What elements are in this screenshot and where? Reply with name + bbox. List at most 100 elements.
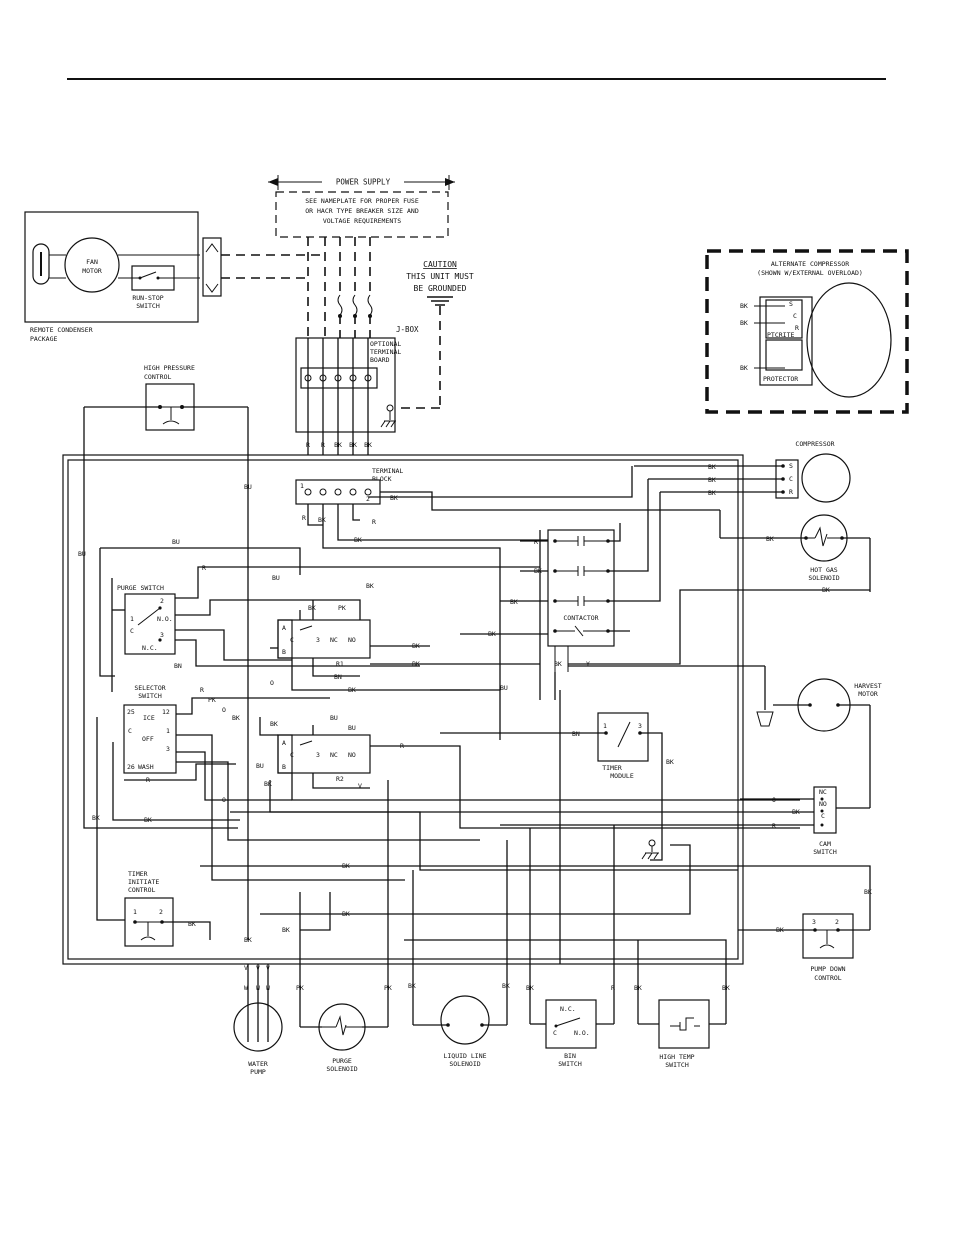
- svg-text:BK: BK: [318, 516, 326, 524]
- svg-text:BK: BK: [634, 984, 642, 992]
- bin-switch-label-1: BIN: [564, 1052, 576, 1060]
- svg-text:BK: BK: [364, 441, 372, 449]
- svg-text:BK: BK: [708, 476, 716, 484]
- purge-solenoid-label-1: PURGE: [332, 1057, 352, 1065]
- bin-switch-label-2: SWITCH: [558, 1060, 582, 1068]
- svg-text:12: 12: [162, 708, 170, 716]
- remote-condenser-label-2: PACKAGE: [30, 335, 57, 343]
- svg-text:BU: BU: [330, 714, 338, 722]
- svg-text:C: C: [789, 475, 793, 483]
- high-pressure-label-1: HIGH PRESSURE: [144, 364, 195, 372]
- relay-r1: A B C 3 NC NO R1: [277, 619, 371, 668]
- svg-text:BU: BU: [500, 684, 508, 692]
- svg-text:BK: BK: [412, 642, 420, 650]
- supply-feed-lines: [307, 237, 373, 338]
- run-stop-label-2: SWITCH: [136, 302, 160, 310]
- purge-switch-title: PURGE SWITCH: [117, 584, 164, 592]
- run-stop-label-1: RUN-STOP: [132, 294, 163, 302]
- liquid-line-solenoid: LIQUID LINE SOLENOID: [412, 964, 508, 1068]
- svg-text:BK: BK: [366, 582, 374, 590]
- svg-text:C: C: [793, 312, 797, 320]
- water-pump: WATER PUMP: [233, 964, 283, 1076]
- svg-text:R: R: [146, 776, 150, 784]
- svg-text:BK: BK: [408, 982, 416, 990]
- svg-text:BK: BK: [270, 720, 278, 728]
- selector-label-2: SWITCH: [138, 692, 162, 700]
- svg-text:BK: BK: [708, 463, 716, 471]
- svg-text:PK: PK: [384, 984, 392, 992]
- svg-text:B: B: [282, 648, 286, 656]
- svg-text:BK: BK: [526, 984, 534, 992]
- svg-text:R: R: [372, 518, 376, 526]
- caution-line-1: THIS UNIT MUST: [406, 272, 474, 281]
- j-box-optional-1: OPTIONAL: [370, 340, 401, 348]
- ptcrite-label: PTCRITE: [767, 331, 794, 339]
- power-supply: POWER SUPPLY SEE NAMEPLATE FOR PROPER FU…: [268, 175, 455, 238]
- svg-text:BK: BK: [792, 808, 800, 816]
- j-box-optional-2: TERMINAL: [370, 348, 401, 356]
- svg-text:W: W: [244, 984, 248, 992]
- svg-text:C: C: [821, 812, 825, 820]
- svg-text:BK: BK: [348, 686, 356, 694]
- svg-text:BK: BK: [390, 494, 398, 502]
- hot-gas-label-1: HOT GAS: [810, 566, 837, 574]
- harvest-motor-label-2: MOTOR: [858, 690, 878, 698]
- purge-solenoid-label-2: SOLENOID: [326, 1065, 357, 1073]
- caution-note: CAUTION THIS UNIT MUST BE GROUNDED: [396, 260, 474, 409]
- svg-text:BK: BK: [666, 758, 674, 766]
- svg-text:BK: BK: [534, 567, 542, 575]
- relay-r2: A B C 3 NC NO R2: [277, 734, 371, 783]
- svg-text:R1: R1: [336, 660, 344, 668]
- svg-text:R: R: [321, 441, 325, 449]
- svg-text:3: 3: [316, 751, 320, 759]
- svg-text:R: R: [200, 686, 204, 694]
- svg-text:BK: BK: [502, 982, 510, 990]
- svg-text:ICE: ICE: [143, 714, 155, 722]
- power-note-1: SEE NAMEPLATE FOR PROPER FUSE: [305, 197, 419, 205]
- purge-switch: PURGE SWITCH 2 N.O. 1 C 3 N.C.: [117, 584, 176, 655]
- purge-solenoid: PURGE SOLENOID: [299, 964, 389, 1073]
- svg-text:NO: NO: [348, 636, 356, 644]
- selector-label-1: SELECTOR: [134, 684, 165, 692]
- water-pump-label-1: WATER: [248, 1060, 268, 1068]
- svg-text:BK: BK: [740, 364, 748, 372]
- svg-text:BN: BN: [334, 673, 342, 681]
- timer-module: 1 3 TIMER MODULE: [597, 712, 649, 780]
- svg-text:NC: NC: [330, 636, 338, 644]
- high-temp-label-1: HIGH TEMP: [659, 1053, 694, 1061]
- high-temp-switch: HIGH TEMP SWITCH: [637, 964, 727, 1069]
- svg-text:NO: NO: [819, 800, 827, 808]
- compressor-label: COMPRESSOR: [795, 440, 834, 448]
- selector-switch: SELECTOR SWITCH 25 12 ICE C OFF 1 3 26 W…: [123, 684, 177, 774]
- svg-text:R: R: [534, 538, 538, 546]
- svg-text:3: 3: [812, 918, 816, 926]
- svg-text:BK: BK: [488, 630, 496, 638]
- timer-initiate-control: TIMER INITIATE CONTROL 1 2: [124, 870, 174, 947]
- svg-text:S: S: [789, 300, 793, 308]
- svg-text:BK: BK: [822, 586, 830, 594]
- svg-text:BK: BK: [722, 984, 730, 992]
- svg-text:BK: BK: [308, 604, 316, 612]
- svg-text:R2: R2: [336, 775, 344, 783]
- svg-text:BK: BK: [864, 888, 872, 896]
- svg-text:BN: BN: [174, 662, 182, 670]
- svg-text:O: O: [222, 706, 226, 714]
- svg-text:BU: BU: [78, 550, 86, 558]
- hot-gas-label-2: SOLENOID: [808, 574, 839, 582]
- svg-text:R: R: [306, 441, 310, 449]
- cam-switch: NC NO C CAM SWITCH: [813, 786, 870, 856]
- protector-label: PROTECTOR: [763, 375, 798, 383]
- svg-text:2: 2: [160, 597, 164, 605]
- svg-text:R: R: [400, 742, 404, 750]
- timer-initiate-label-1: TIMER: [128, 870, 148, 878]
- harvest-motor-label-1: HARVEST: [854, 682, 881, 690]
- svg-text:BK: BK: [510, 598, 518, 606]
- svg-text:V: V: [256, 964, 260, 972]
- svg-text:BK: BK: [740, 319, 748, 327]
- svg-text:N.C.: N.C.: [142, 644, 158, 652]
- j-box: J-BOX OPTIONAL TERMINAL BOARD: [295, 325, 419, 455]
- compressor: COMPRESSOR S C R BK BK BK: [634, 440, 851, 503]
- svg-text:Y: Y: [586, 660, 590, 668]
- svg-text:V: V: [244, 964, 248, 972]
- svg-text:BU: BU: [256, 762, 264, 770]
